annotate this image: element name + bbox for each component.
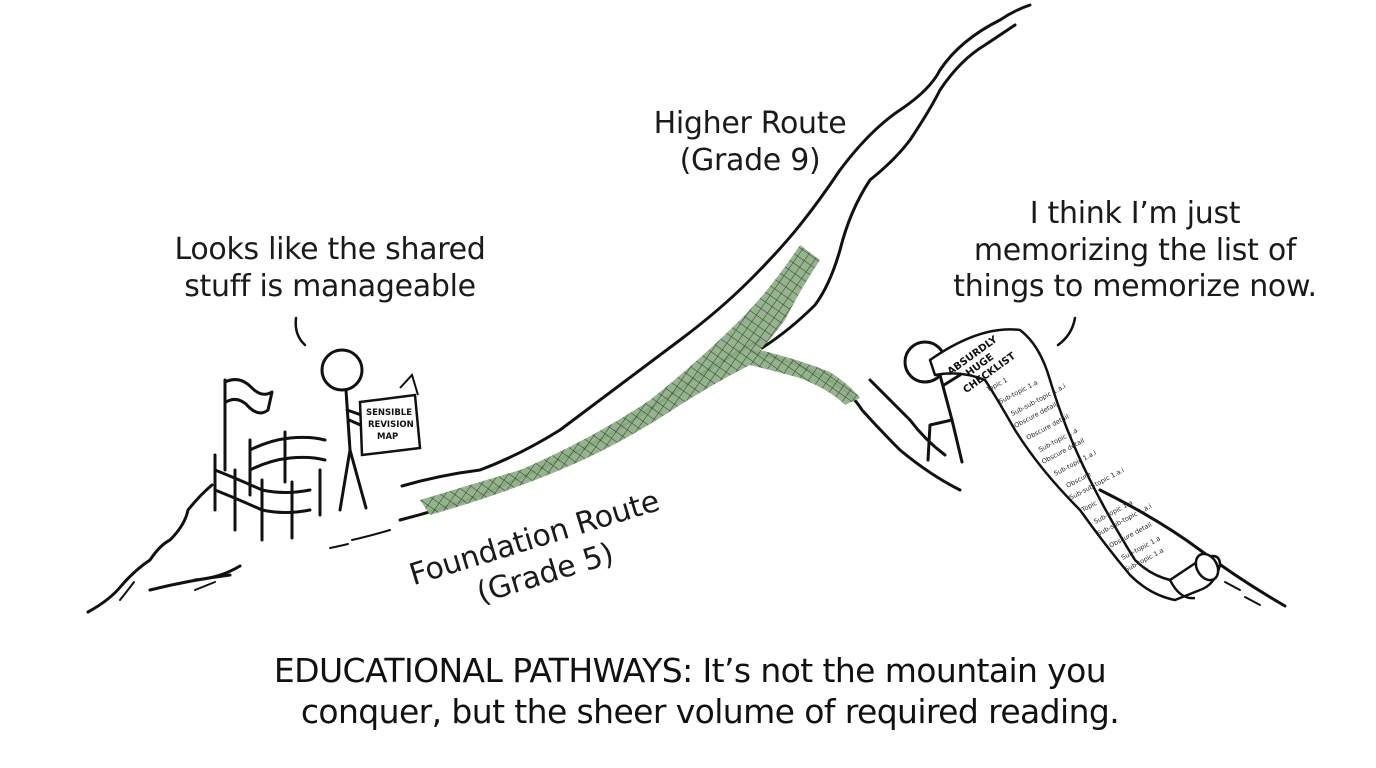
caption-line-1: EDUCATIONAL PATHWAYS: It’s not the mount…: [273, 651, 1107, 690]
flag: [223, 378, 274, 472]
stick-figure-right: [903, 340, 964, 464]
fence: [213, 430, 327, 542]
comic-caption: EDUCATIONAL PATHWAYS: It’s not the mount…: [150, 650, 1230, 733]
route-band: [420, 245, 860, 515]
map-line-1: SENSIBLE: [366, 408, 412, 418]
checklist-scroll: ABSURDLY HUGE CHECKLIST Topic 1Sub-topic…: [928, 328, 1222, 602]
map-line-2: REVISION: [368, 420, 414, 430]
higher-route-label: Higher Route (Grade 9): [653, 106, 847, 178]
map-line-3: MAP: [377, 432, 398, 442]
left-speech-bubble: Looks like the shared stuff is manageabl…: [174, 232, 486, 304]
right-speech-pointer: [1056, 316, 1077, 347]
stick-figure-left: [320, 348, 374, 512]
revision-map-sign: SENSIBLE REVISION MAP: [358, 373, 422, 457]
left-speech-pointer: [294, 316, 307, 347]
right-speech-bubble: I think I’m just memorizing the list of …: [953, 196, 1317, 305]
caption-line-2: conquer, but the sheer volume of require…: [300, 692, 1120, 732]
